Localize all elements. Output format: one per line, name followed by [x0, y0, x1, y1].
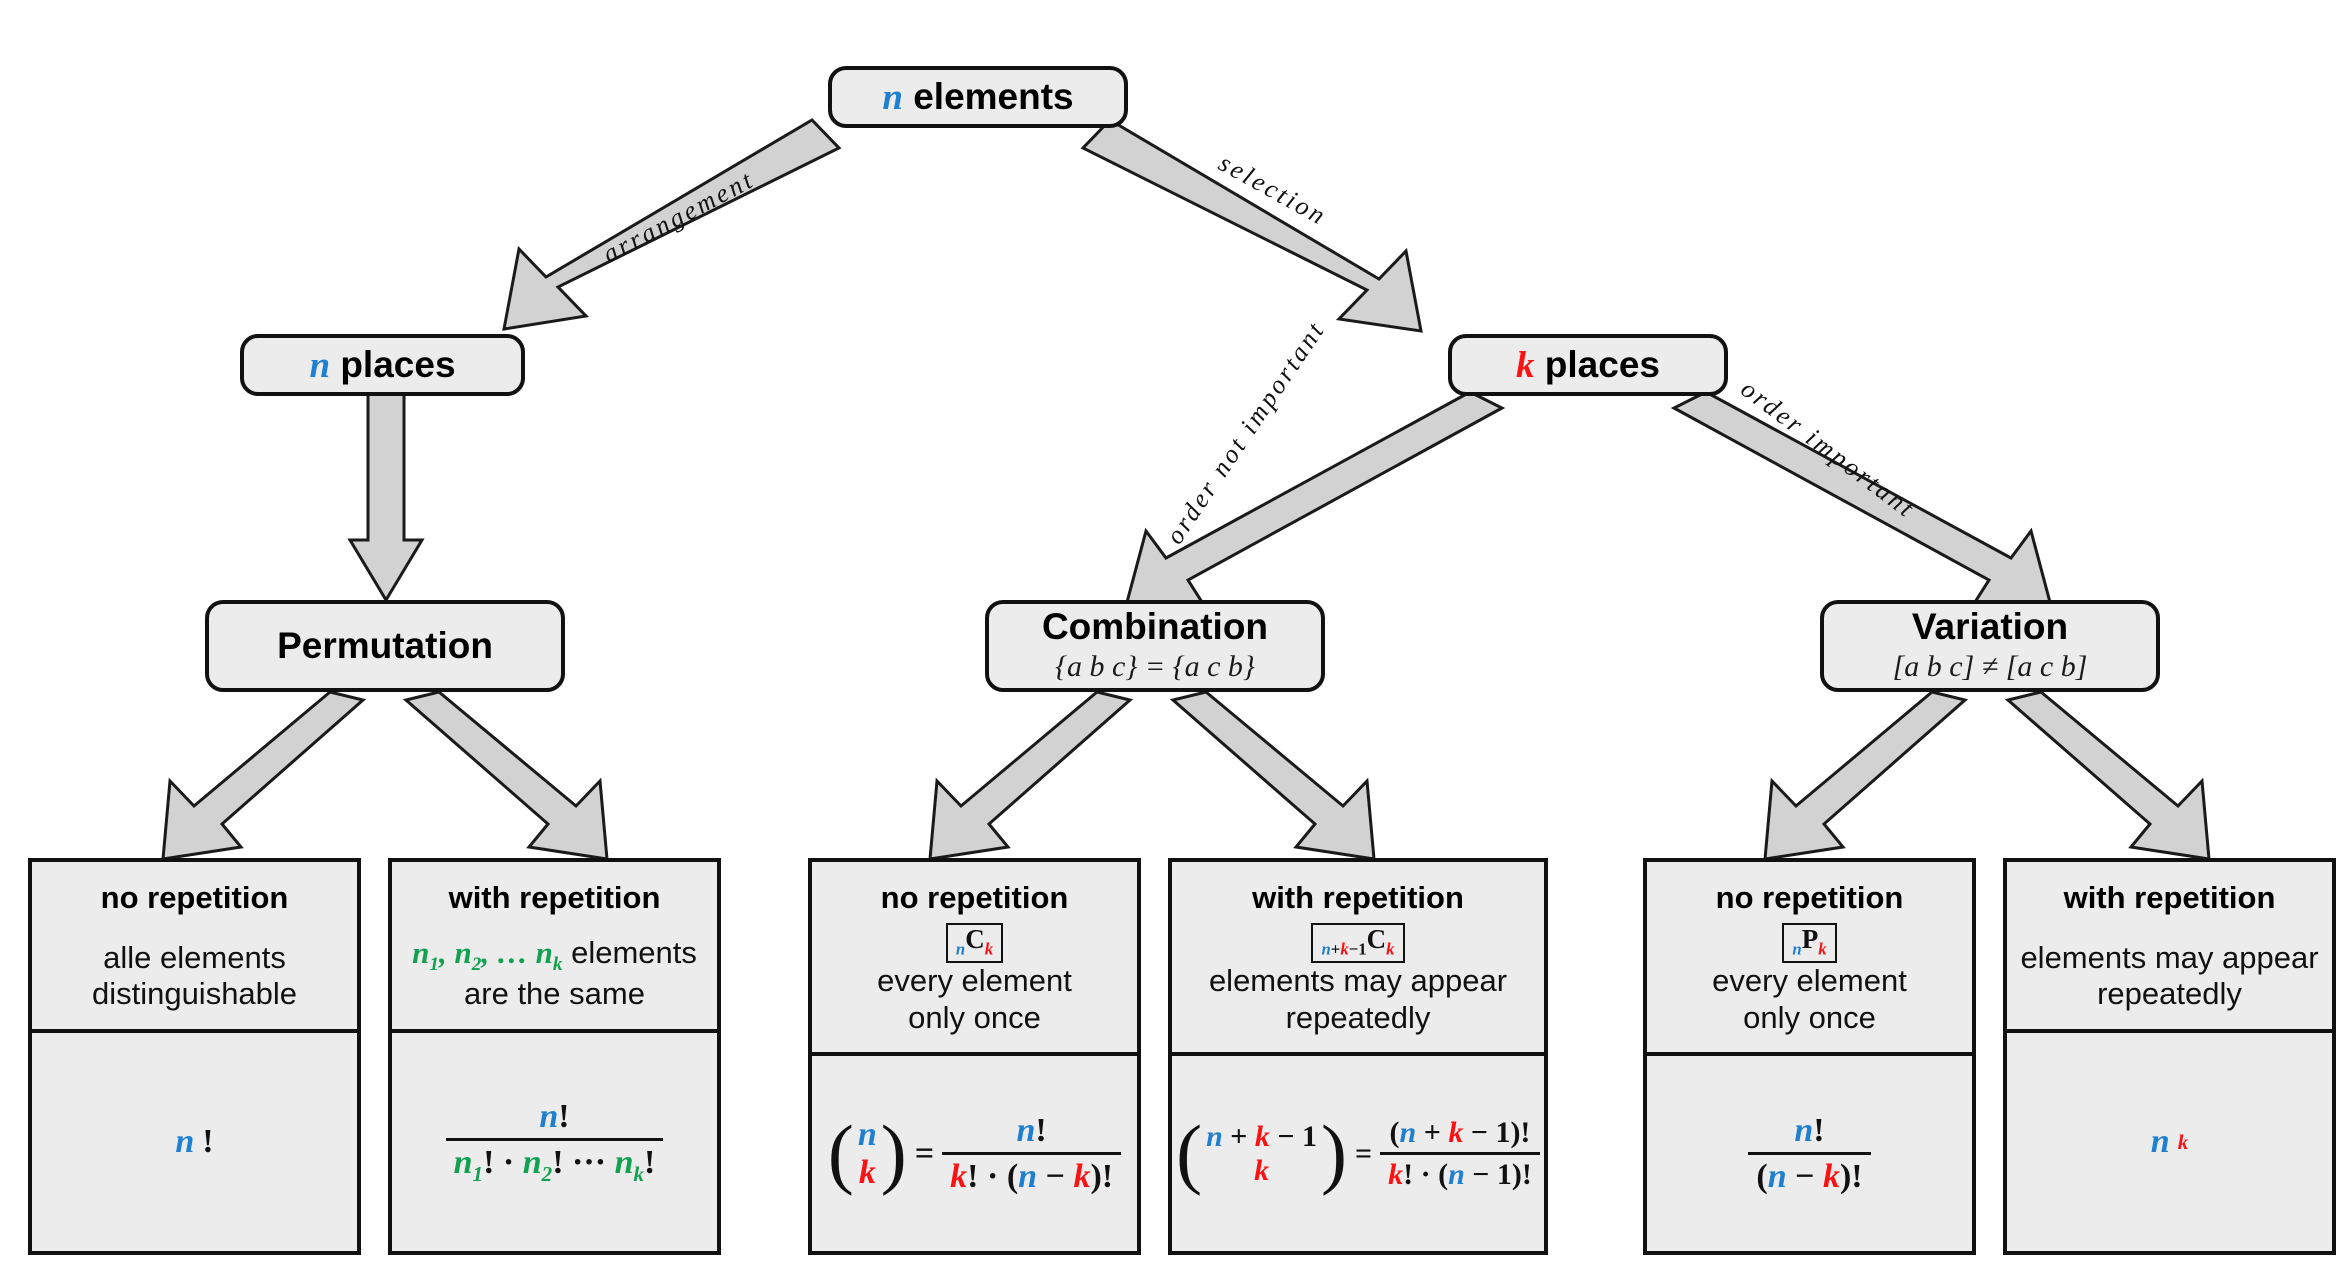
arrow-k-places-to-variation [1670, 390, 2053, 612]
leaf-box-comb-no-rep[interactable]: no repetition nCk every element only onc… [808, 858, 1141, 1255]
arrow-n-places-to-permutation [347, 390, 425, 603]
leaf-top-section: no repetition nPk every element only onc… [1647, 862, 1972, 1052]
leaf-box-perm-no-rep[interactable]: no repetition alle elements distinguisha… [28, 858, 361, 1255]
node-n-elements[interactable]: n elements [828, 66, 1128, 128]
node-n-elements-label: n elements [882, 76, 1073, 119]
arrow-combination-to-leaf3 [928, 690, 1134, 861]
leaf-formula-section: n! (n − k)! [1647, 1052, 1972, 1251]
node-k-places-text: places [1544, 343, 1660, 385]
arrow-root-to-n-places [502, 118, 842, 331]
leaf-top-section: with repetition n1, n2, … nk elements ar… [392, 862, 717, 1029]
variable-n: n [882, 76, 903, 118]
formula-n-factorial: n! [175, 1123, 214, 1160]
node-variation-title: Variation [1911, 605, 2069, 647]
leaf-heading: with repetition [1252, 880, 1464, 915]
node-permutation[interactable]: Permutation [205, 600, 565, 692]
leaf-description: every element only once [877, 963, 1072, 1035]
arrow-combination-to-leaf4 [1169, 690, 1376, 861]
notation-nCk: nCk [945, 923, 1004, 964]
node-permutation-title: Permutation [277, 624, 493, 666]
node-combination-subtitle: {a b c} = {a c b} [1055, 650, 1255, 684]
leaf-top-section: no repetition alle elements distinguisha… [32, 862, 357, 1029]
leaf-heading: no repetition [880, 880, 1069, 915]
node-combination-title: Combination [1041, 605, 1269, 647]
leaf-heading: with repetition [2063, 880, 2276, 915]
leaf-top-section: with repetition elements may appear repe… [2007, 862, 2332, 1029]
node-k-places-label: k places [1516, 344, 1660, 387]
notation-npluskminus1Ck: n+k−1Ck [1311, 923, 1405, 964]
node-variation-subtitle: [a b c] ≠ [a c b] [1892, 650, 2088, 684]
leaf-heading: with repetition [448, 880, 661, 915]
leaf-description: elements may appear repeatedly [2020, 939, 2319, 1012]
leaf-desc-line1: n1, n2, … nk elements [412, 934, 697, 975]
leaf-top-section: no repetition nCk every element only onc… [812, 862, 1137, 1052]
leaf-heading: no repetition [100, 880, 289, 915]
leaf-formula-section: n! n1! · n2! ··· nk! [392, 1029, 717, 1251]
arrow-variation-to-leaf5 [1763, 690, 1969, 861]
node-n-elements-text: elements [913, 75, 1074, 117]
variable-k: k [1516, 344, 1535, 386]
arrow-variation-to-leaf6 [2004, 690, 2211, 861]
leaf-box-perm-with-rep[interactable]: with repetition n1, n2, … nk elements ar… [388, 858, 721, 1255]
leaf-top-section: with repetition n+k−1Ck elements may app… [1172, 862, 1544, 1052]
leaf-description: alle elements distinguishable [91, 939, 298, 1012]
leaf-description: every element only once [1712, 963, 1907, 1035]
node-k-places[interactable]: k places [1448, 334, 1728, 396]
leaf-box-comb-with-rep[interactable]: with repetition n+k−1Ck elements may app… [1168, 858, 1548, 1255]
node-n-places-text: places [340, 343, 456, 385]
leaf-box-var-with-rep[interactable]: with repetition elements may appear repe… [2003, 858, 2336, 1255]
leaf-description: elements may appear repeatedly [1208, 963, 1508, 1035]
arrow-root-to-k-places [1080, 118, 1423, 333]
node-variation[interactable]: Variation [a b c] ≠ [a c b] [1820, 600, 2160, 692]
leaf-heading: no repetition [1715, 880, 1904, 915]
variable-n: n [309, 344, 331, 386]
formula-multiset-permutation: n! n1! · n2! ··· nk! [445, 1098, 664, 1187]
node-n-places-label: n places [309, 344, 455, 387]
formula-binomial-npluskminus1: ( n + k − 1 k ) = (n + k − 1)! k! · (n −… [1176, 1114, 1540, 1192]
arrow-permutation-to-leaf2 [402, 690, 609, 861]
arrow-permutation-to-leaf1 [161, 690, 367, 861]
notation-nPk: nPk [1782, 923, 1837, 964]
leaf-formula-section: n! [32, 1029, 357, 1251]
leaf-box-var-no-rep[interactable]: no repetition nPk every element only onc… [1643, 858, 1976, 1255]
leaf-formula-section: ( n + k − 1 k ) = (n + k − 1)! k! · (n −… [1172, 1052, 1544, 1251]
node-n-places[interactable]: n places [240, 334, 525, 396]
formula-variation-no-rep: n! (n − k)! [1748, 1112, 1871, 1196]
node-combination[interactable]: Combination {a b c} = {a c b} [985, 600, 1325, 692]
leaf-description: n1, n2, … nk elements are the same [392, 935, 717, 1013]
